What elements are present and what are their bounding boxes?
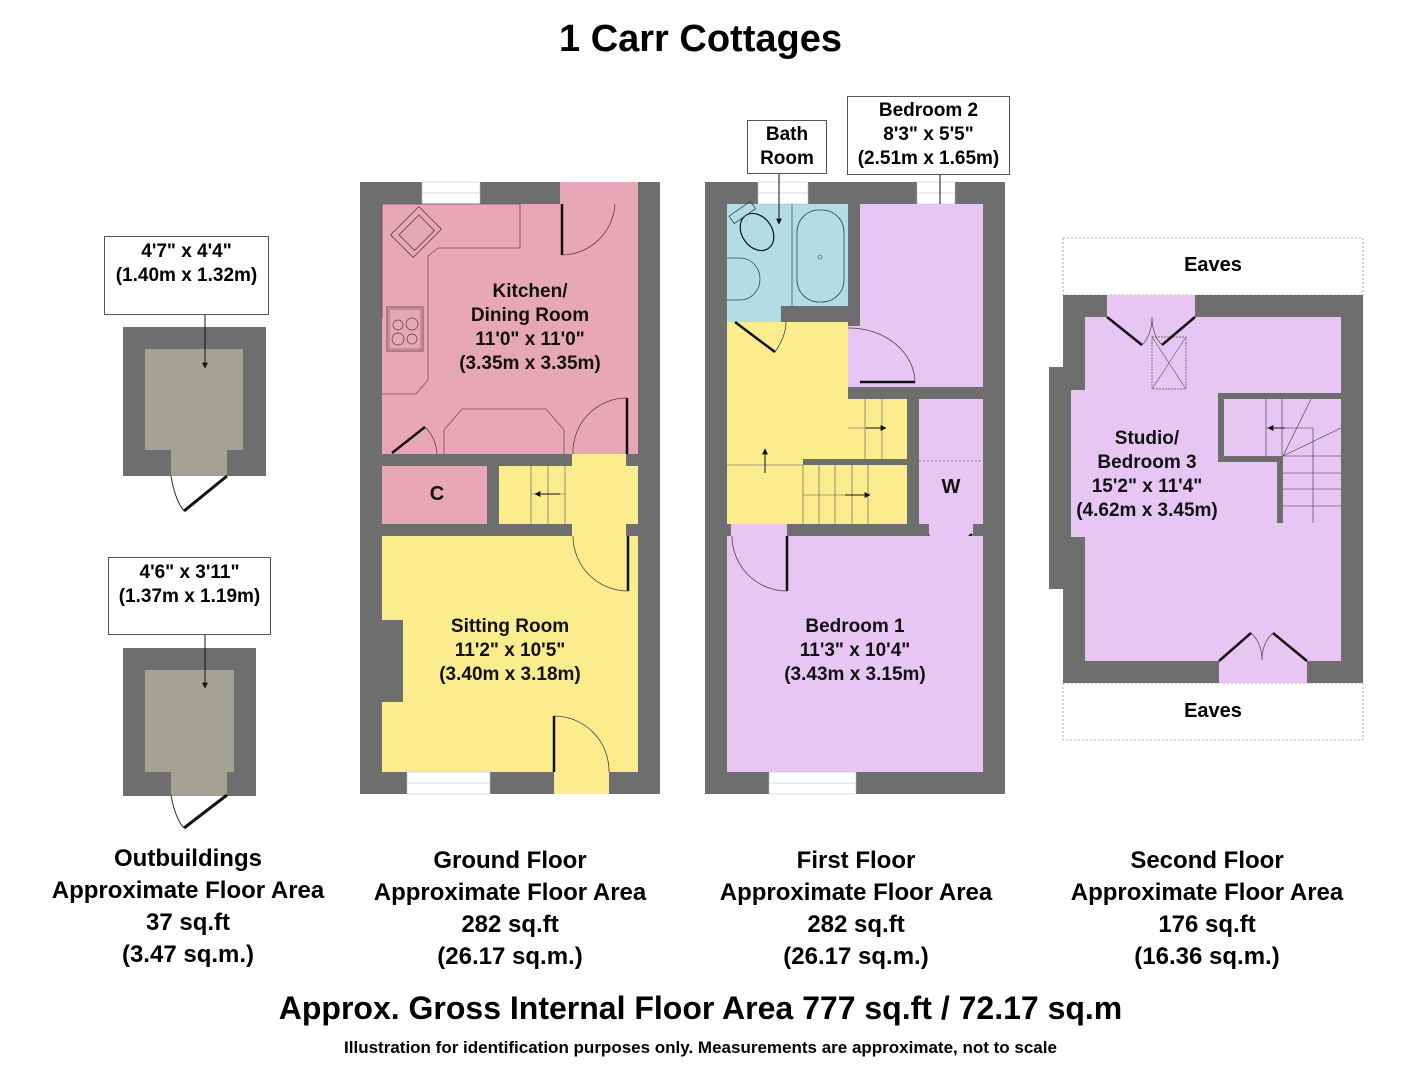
dimension-imperial: 15'2" x 11'4" [1091, 476, 1203, 497]
room-name: Room [760, 148, 814, 169]
dimension-metric: (3.35m x 3.35m) [459, 353, 601, 374]
kitchen-label: Kitchen/ Dining Room 11'0" x 11'0" (3.35… [430, 280, 630, 376]
room-name: Bedroom 1 [805, 616, 905, 637]
floor-area-sqm: (26.17 sq.m.) [437, 943, 583, 970]
wardrobe-label: W [941, 476, 961, 498]
floor-area-sqm: (3.47 sq.m.) [121, 941, 255, 968]
outbuilding-2-dimensions-callout: 4'6" x 3'11" (1.37m x 1.19m) [108, 557, 271, 635]
dimension-imperial: 11'0" x 11'0" [475, 329, 585, 350]
room-name: Dining Room [470, 305, 590, 326]
floor-area-sqft: 37 sq.ft [145, 909, 231, 936]
floor-name: Outbuildings [114, 845, 262, 872]
basin-icon [727, 257, 761, 301]
outbuilding-1-dimensions-callout: 4'7" x 4'4" (1.40m x 1.32m) [104, 236, 269, 315]
dimension-imperial: 8'3" x 5'5" [883, 124, 974, 145]
door-icon [183, 793, 228, 830]
sink-icon [389, 205, 443, 259]
floor-name: First Floor [796, 847, 916, 874]
floor-area-outbuildings: Outbuildings Approximate Floor Area 37 s… [52, 843, 325, 971]
floor-area-sqm: (16.36 sq.m.) [1134, 943, 1280, 970]
first-floor-plan [705, 173, 1005, 795]
cupboard-label: C [429, 483, 445, 505]
floor-area-label: Approximate Floor Area [373, 879, 647, 906]
sitting-room-label: Sitting Room 11'2" x 10'5" (3.40m x 3.18… [410, 615, 610, 687]
floor-area-label: Approximate Floor Area [51, 877, 325, 904]
disclaimer: Illustration for identification purposes… [344, 1038, 1057, 1057]
bathroom-callout: Bath Room [747, 120, 827, 174]
outbuilding-store-1 [123, 315, 266, 513]
second-floor-plan [1049, 237, 1364, 741]
toilet-icon [728, 200, 775, 252]
room-name: Bedroom 2 [878, 100, 979, 121]
ground-floor-plan [360, 181, 660, 795]
dimension-imperial: 4'7" x 4'4" [141, 241, 232, 262]
dimension-metric: (4.62m x 3.45m) [1076, 500, 1218, 521]
door-icon [183, 474, 228, 513]
dimension-metric: (3.40m x 3.18m) [439, 664, 581, 685]
floor-area-ground: Ground Floor Approximate Floor Area 282 … [374, 845, 647, 973]
dimension-metric: (1.37m x 1.19m) [118, 586, 261, 607]
dimension-metric: (1.40m x 1.32m) [115, 265, 258, 286]
floor-name: Second Floor [1130, 847, 1284, 874]
gross-internal-area: Approx. Gross Internal Floor Area 777 sq… [278, 990, 1123, 1026]
room-name: Kitchen/ [492, 281, 568, 302]
floor-area-sqft: 282 sq.ft [807, 911, 905, 938]
dimension-imperial: 11'2" x 10'5" [454, 640, 566, 661]
room-name: Bedroom 3 [1097, 452, 1197, 473]
dimension-metric: (3.43m x 3.15m) [784, 664, 926, 685]
page-title: 1 Carr Cottages [559, 18, 842, 60]
room-name: Sitting Room [450, 616, 570, 637]
bedroom-2-callout: Bedroom 2 8'3" x 5'5" (2.51m x 1.65m) [847, 96, 1010, 175]
dimension-imperial: 11'3" x 10'4" [799, 640, 911, 661]
floor-area-sqft: 176 sq.ft [1158, 911, 1256, 938]
room-name: Bath [765, 124, 809, 145]
room-name: Studio/ [1114, 428, 1180, 449]
bedroom-1-label: Bedroom 1 11'3" x 10'4" (3.43m x 3.15m) [755, 615, 955, 687]
outbuilding-store-2 [123, 635, 256, 830]
floor-name: Ground Floor [433, 847, 587, 874]
dimension-imperial: 4'6" x 3'11" [139, 562, 240, 583]
floor-area-sqm: (26.17 sq.m.) [783, 943, 929, 970]
eaves-top-label: Eaves [1184, 254, 1242, 276]
floor-area-label: Approximate Floor Area [719, 879, 993, 906]
bathtub-icon [796, 209, 845, 303]
hob-icon [386, 306, 424, 352]
floor-area-first: First Floor Approximate Floor Area 282 s… [720, 845, 993, 973]
dimension-metric: (2.51m x 1.65m) [857, 148, 1000, 169]
floor-area-second: Second Floor Approximate Floor Area 176 … [1071, 845, 1344, 973]
studio-label: Studio/ Bedroom 3 15'2" x 11'4" (4.62m x… [1062, 427, 1232, 523]
floor-area-sqft: 282 sq.ft [461, 911, 559, 938]
floor-area-label: Approximate Floor Area [1070, 879, 1344, 906]
eaves-bottom-label: Eaves [1184, 700, 1242, 722]
